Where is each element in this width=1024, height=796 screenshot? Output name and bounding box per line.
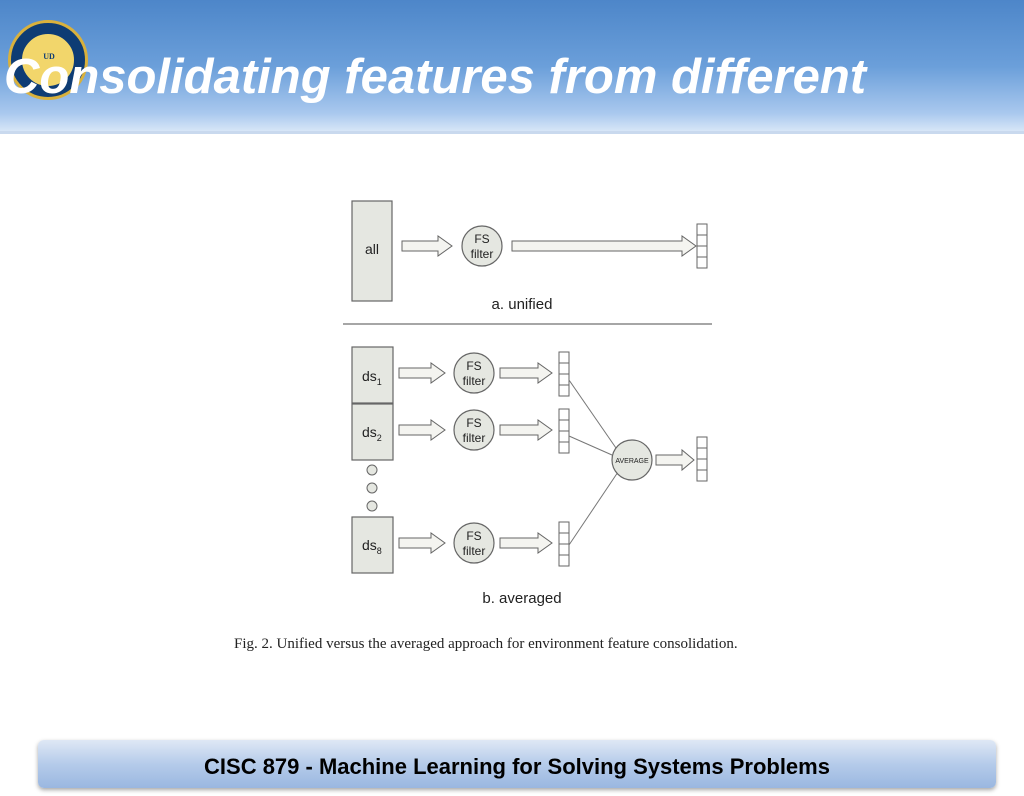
averaged-caption: b. averaged (482, 590, 561, 607)
unified-feature-vector (696, 223, 708, 269)
unified-input-box (351, 200, 393, 302)
ds1-filter-label-1: FS (466, 359, 481, 373)
unified-filter-label-1: FS (474, 232, 489, 246)
ds1-arrow-in (398, 362, 446, 384)
slide-header (0, 0, 1024, 133)
ds1-fs-filter (453, 352, 495, 394)
footer-course-title: CISC 879 - Machine Learning for Solving … (204, 754, 830, 779)
slide-title: Consolidating features from different en… (4, 14, 1014, 224)
ds8-filter-label-2: filter (463, 544, 486, 558)
ds2-input-box (351, 403, 394, 461)
slide-title-line2: environments:Averaged and Unified (4, 134, 846, 188)
ds2-arrow-in (398, 419, 446, 441)
seal-text: UD (43, 52, 55, 61)
ds2-fs-filter (453, 409, 495, 451)
figure-caption: Fig. 2. Unified versus the averaged appr… (234, 636, 738, 652)
slide-title-line1: Consolidating features from different (4, 50, 867, 104)
ellipsis-dots (366, 464, 378, 512)
average-node (611, 439, 653, 481)
ds1-feature-vector (558, 351, 570, 397)
ds2-filter-label-2: filter (463, 431, 486, 445)
average-connector-lines (568, 379, 619, 546)
ds2-filter-label-1: FS (466, 416, 481, 430)
ds8-filter-label-1: FS (466, 529, 481, 543)
ds1-label: ds1 (362, 368, 382, 387)
unified-filter-label-2: filter (471, 247, 494, 261)
ds1-arrow-out (499, 362, 553, 384)
unified-arrow-out (511, 235, 697, 257)
averaged-arrow-out (655, 448, 695, 472)
ds8-arrow-in (398, 532, 446, 554)
ds2-feature-vector (558, 408, 570, 454)
ds2-arrow-out (499, 419, 553, 441)
ds8-feature-vector (558, 521, 570, 567)
ds8-fs-filter (453, 522, 495, 564)
ds8-input-box (351, 516, 394, 574)
ds8-label: ds8 (362, 537, 382, 556)
header-divider (0, 131, 1024, 134)
university-seal-logo: UD (8, 20, 88, 100)
ds2-label: ds2 (362, 424, 382, 443)
unified-input-label: all (365, 241, 379, 257)
average-label: AVERAGE (615, 458, 649, 465)
unified-arrow-in (401, 235, 453, 257)
unified-fs-filter (461, 225, 503, 267)
ds1-filter-label-2: filter (463, 374, 486, 388)
ds1-input-box (351, 346, 394, 404)
slide-footer: CISC 879 - Machine Learning for Solving … (38, 740, 996, 788)
averaged-feature-vector (696, 436, 708, 482)
seal-emblem: UD (20, 32, 76, 88)
ds8-arrow-out (499, 532, 553, 554)
unified-caption: a. unified (492, 296, 553, 313)
